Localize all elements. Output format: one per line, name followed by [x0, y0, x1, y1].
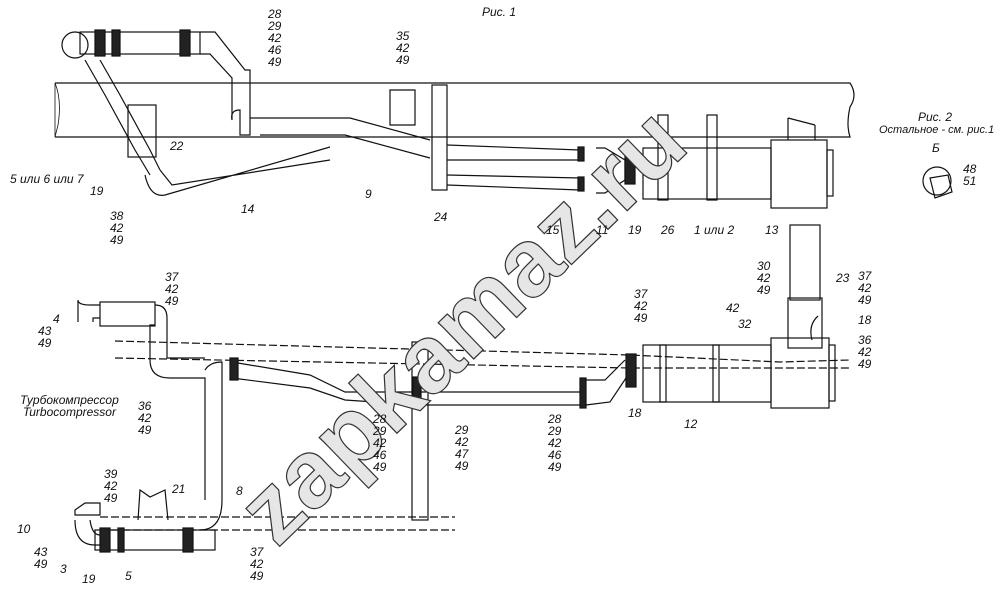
callout: 1 или 2 [694, 223, 735, 237]
pipes-fig2 [74, 224, 836, 553]
callout: 35 42 49 [396, 29, 410, 67]
callout: 11 [596, 223, 609, 237]
callout: 18 [858, 313, 872, 327]
callout: 28 29 42 46 49 [373, 412, 387, 474]
pipes-fig1 [61, 29, 834, 209]
callout: 39 42 49 [104, 467, 118, 505]
callout: 43 49 [38, 324, 52, 350]
callout: 8 [236, 484, 243, 498]
callout: 37 42 49 [634, 287, 648, 325]
fig2-note: Остальное - см. рис.1 [879, 124, 995, 136]
callout: 10 [17, 522, 31, 536]
callout: 48 51 [963, 162, 977, 188]
callout: 14 [241, 202, 255, 216]
callout: 37 42 49 [165, 270, 179, 308]
callout: 5 или 6 или 7 [10, 172, 84, 186]
callout: 15 [546, 223, 560, 237]
callout: 26 [661, 223, 675, 237]
callout: 38 42 49 [110, 209, 124, 247]
turbocompressor-label: Турбокомпрессор Turbocompressor [20, 393, 119, 419]
callout: 13 [765, 223, 779, 237]
callout: 5 [125, 569, 132, 583]
callout: 42 [726, 301, 740, 315]
callout: 12 [684, 417, 698, 431]
callout: 32 [738, 317, 752, 331]
callout: 29 42 47 49 [455, 423, 469, 473]
callout: 43 49 [34, 545, 48, 571]
callout: 37 42 49 [858, 269, 872, 307]
callout: 4 [53, 312, 60, 326]
callout: 36 42 49 [138, 399, 152, 437]
callout: 23 [836, 271, 850, 285]
callout: 18 [628, 406, 642, 420]
fig2-title: Рис. 2 [918, 110, 953, 124]
callout: 28 29 42 46 49 [268, 7, 282, 69]
callout: 37 42 49 [250, 545, 264, 583]
callout: 19 [628, 223, 642, 237]
callout: 19 [82, 572, 96, 586]
callout: 3 [60, 562, 67, 576]
view-b-flange [922, 166, 953, 199]
callout: 28 29 42 46 49 [548, 412, 562, 474]
callout: 36 42 49 [858, 333, 872, 371]
callout: 19 [90, 184, 104, 198]
callout: 21 [172, 482, 186, 496]
callout: 9 [365, 187, 372, 201]
callout: 24 [434, 210, 448, 224]
callout: 30 42 49 [757, 259, 771, 297]
callout: 22 [170, 139, 184, 153]
fig1-title: Рис. 1 [482, 5, 517, 19]
frame-rail-fig1 [54, 82, 855, 138]
view-b-label: Б [932, 141, 940, 155]
